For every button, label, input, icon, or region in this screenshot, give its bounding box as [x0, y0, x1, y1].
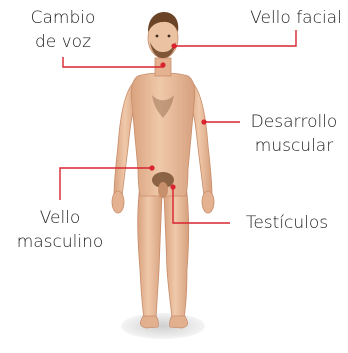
left-leg — [138, 185, 162, 318]
label-testicles-line1: Testículos — [234, 211, 340, 235]
label-muscle-development-line2: muscular — [244, 134, 344, 158]
floor-shadow — [121, 313, 205, 339]
label-muscle-development-line1: Desarrollo — [244, 110, 344, 134]
right-hand — [202, 191, 214, 213]
label-voice-change: Cambio de voz — [22, 6, 104, 54]
left-foot — [140, 316, 158, 328]
genitals — [158, 182, 168, 198]
left-eye — [156, 35, 159, 38]
label-male-hair-line1: Vello — [8, 206, 112, 230]
label-male-hair: Vello masculino — [8, 206, 112, 254]
dot-muscle — [201, 119, 206, 124]
label-muscle-development: Desarrollo muscular — [244, 110, 344, 158]
human-figure — [112, 12, 214, 328]
right-foot — [170, 316, 188, 328]
label-testicles: Testículos — [234, 211, 340, 235]
label-voice-change-line2: de voz — [22, 30, 104, 54]
right-leg — [164, 185, 189, 318]
label-facial-hair-line1: Vello facial — [246, 6, 346, 30]
dot-male-hair — [149, 165, 154, 170]
right-eye — [168, 35, 171, 38]
left-hand — [112, 191, 124, 213]
dot-testicles — [170, 184, 175, 189]
label-voice-change-line1: Cambio — [22, 6, 104, 30]
label-facial-hair: Vello facial — [246, 6, 346, 30]
leader-line-facial-hair — [174, 30, 296, 46]
dot-facial-hair — [171, 43, 176, 48]
leader-line-voice-change — [63, 57, 163, 67]
label-male-hair-line2: masculino — [8, 230, 112, 254]
dot-voice-change — [160, 62, 165, 67]
